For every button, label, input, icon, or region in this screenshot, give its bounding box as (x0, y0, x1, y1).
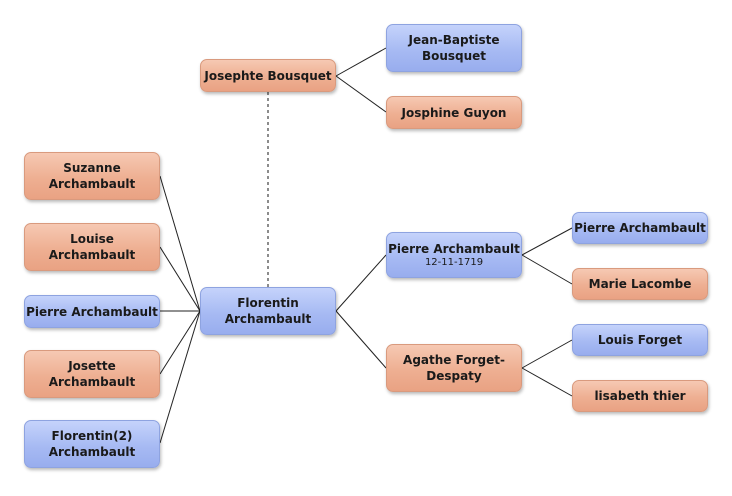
child-link (159, 310, 201, 444)
person-name: Florentin Archambault (224, 296, 312, 326)
child-link (159, 175, 201, 312)
person-node-josephte-bousquet[interactable]: Josephte Bousquet (200, 59, 336, 92)
person-name: Florentin(2) Archambault (48, 429, 136, 459)
person-node-pierre-archambault-grandfather[interactable]: Pierre Archambault (572, 212, 708, 244)
person-node-pierre-archambault-child[interactable]: Pierre Archambault (24, 295, 160, 328)
person-name: Jean-Baptiste Bousquet (408, 33, 500, 63)
person-name: Agathe Forget- Despaty (403, 353, 505, 383)
person-node-louise-archambault[interactable]: Louise Archambault (24, 223, 160, 271)
parent-link (335, 310, 387, 369)
parent-link (335, 75, 387, 113)
person-name: Louise Archambault (48, 232, 136, 262)
parent-link (335, 47, 387, 77)
parent-link (521, 254, 573, 285)
person-name: Suzanne Archambault (48, 161, 136, 191)
person-name: Pierre Archambault (574, 221, 706, 235)
person-node-lisabeth-thier[interactable]: lisabeth thier (572, 380, 708, 412)
parent-link (335, 254, 387, 312)
person-name: lisabeth thier (594, 389, 686, 403)
person-node-marie-lacombe[interactable]: Marie Lacombe (572, 268, 708, 300)
parent-link (521, 367, 573, 397)
person-node-suzanne-archambault[interactable]: Suzanne Archambault (24, 152, 160, 200)
person-node-josphine-guyon[interactable]: Josphine Guyon (386, 96, 522, 129)
person-name: Josephte Bousquet (204, 68, 332, 83)
person-name: Louis Forget (597, 333, 683, 347)
child-link (159, 310, 201, 375)
person-name: Marie Lacombe (588, 277, 692, 291)
person-node-jean-baptiste-bousquet[interactable]: Jean-Baptiste Bousquet (386, 24, 522, 72)
person-date: 12-11-1719 (424, 257, 484, 268)
person-node-louis-forget[interactable]: Louis Forget (572, 324, 708, 356)
parent-link (521, 339, 573, 369)
child-link (159, 246, 201, 312)
person-node-florentin-archambault[interactable]: Florentin Archambault (200, 287, 336, 335)
person-name: Pierre Archambault (26, 304, 158, 319)
person-name: Josette Archambault (48, 359, 136, 389)
parent-link (521, 227, 573, 256)
person-name: Pierre Archambault (388, 242, 520, 256)
person-node-pierre-archambault-father[interactable]: Pierre Archambault 12-11-1719 (386, 232, 522, 278)
person-name: Josphine Guyon (401, 105, 507, 120)
person-node-florentin2-archambault[interactable]: Florentin(2) Archambault (24, 420, 160, 468)
person-node-josette-archambault[interactable]: Josette Archambault (24, 350, 160, 398)
person-node-agathe-forget-despaty[interactable]: Agathe Forget- Despaty (386, 344, 522, 392)
